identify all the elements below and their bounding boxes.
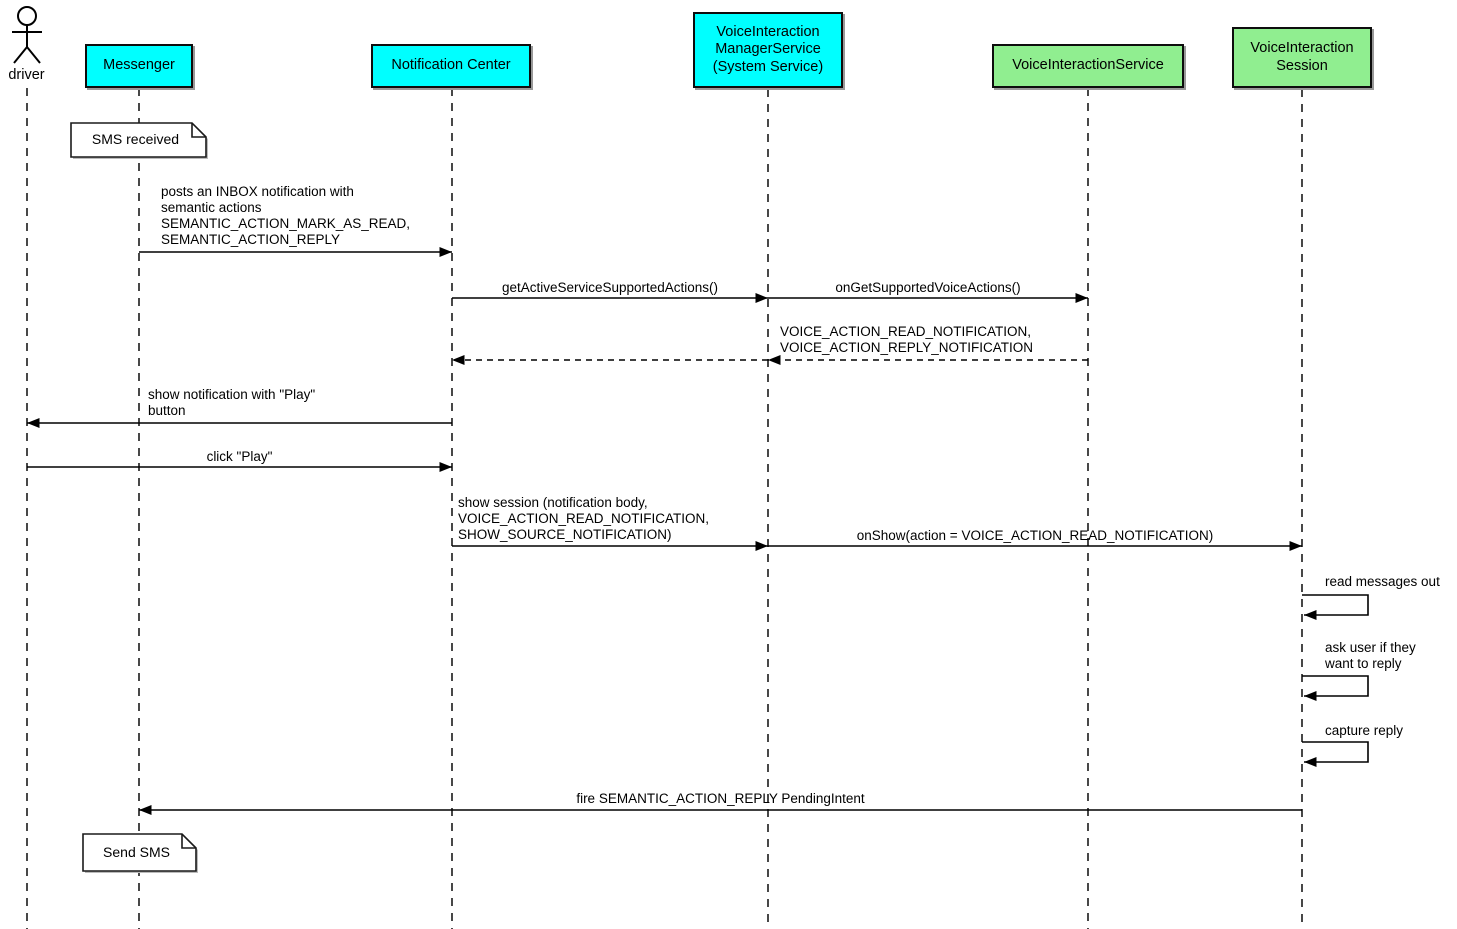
participant-voiceinteractionservice: VoiceInteractionService: [992, 44, 1184, 88]
participant-voiceinteraction-managerservice: VoiceInteraction ManagerService (System …: [693, 12, 843, 88]
actor-icon: [12, 6, 42, 64]
message-posts-inbox-notification: posts an INBOX notification with semanti…: [161, 184, 410, 248]
message-line: SEMANTIC_ACTION_REPLY: [161, 232, 341, 247]
message-line: want to reply: [1325, 656, 1402, 671]
message-ask-user-reply: ask user if they want to reply: [1325, 640, 1416, 672]
participant-label: Notification Center: [391, 57, 511, 74]
participant-label: VoiceInteractionService: [1012, 57, 1164, 74]
note-send-sms: Send SMS: [82, 833, 198, 873]
message-line: SHOW_SOURCE_NOTIFICATION): [458, 527, 672, 542]
message-get-active-service-supported-actions: getActiveServiceSupportedActions(): [501, 280, 719, 295]
message-line: show notification with "Play": [148, 387, 316, 402]
participant-label: Messenger: [103, 57, 175, 74]
arrow-self-read-messages-out: [1302, 594, 1369, 620]
participant-label-line: VoiceInteraction: [1250, 40, 1354, 56]
message-on-show: onShow(action = VOICE_ACTION_READ_NOTIFI…: [856, 528, 1214, 543]
participant-label-line: ManagerService: [715, 41, 821, 58]
message-line: show session (notification body,: [458, 495, 648, 510]
message-line: semantic actions: [161, 200, 262, 215]
message-line: button: [148, 403, 186, 418]
participant-label-line: VoiceInteraction: [716, 23, 820, 40]
participant-notification-center: Notification Center: [371, 44, 531, 88]
note-text: SMS received: [91, 131, 180, 147]
arrow-self-capture-reply: [1302, 741, 1369, 767]
message-line: posts an INBOX notification with: [161, 184, 354, 199]
message-line: VOICE_ACTION_REPLY_NOTIFICATION: [780, 340, 1034, 355]
message-show-notification-play: show notification with "Play" button: [148, 387, 315, 419]
participant-messenger: Messenger: [85, 44, 193, 88]
participant-label-line: (System Service): [712, 58, 824, 75]
message-line: VOICE_ACTION_READ_NOTIFICATION,: [458, 511, 710, 526]
message-supported-actions-return: VOICE_ACTION_READ_NOTIFICATION, VOICE_AC…: [780, 324, 1033, 356]
message-show-session: show session (notification body, VOICE_A…: [458, 495, 709, 543]
note-shape: [70, 122, 208, 159]
message-on-get-supported-voice-actions: onGetSupportedVoiceActions(): [835, 280, 1021, 295]
message-fire-pending-intent: fire SEMANTIC_ACTION_REPLY PendingIntent: [576, 791, 865, 806]
actor-label: driver: [8, 67, 45, 83]
message-line: ask user if they: [1325, 640, 1416, 655]
participant-label-line: Session: [1276, 57, 1328, 74]
arrow-self-ask-user-reply: [1302, 675, 1369, 701]
note-sms-received: SMS received: [70, 122, 208, 159]
message-capture-reply: capture reply: [1325, 723, 1404, 738]
note-text: Send SMS: [103, 843, 170, 860]
message-line: VOICE_ACTION_READ_NOTIFICATION,: [780, 324, 1032, 339]
message-line: SEMANTIC_ACTION_MARK_AS_READ,: [161, 216, 411, 231]
message-read-messages-out: read messages out: [1325, 574, 1440, 589]
note-shape: [82, 833, 198, 873]
participant-voiceinteraction-session: VoiceInteraction Session: [1232, 27, 1372, 88]
message-click-play: click "Play": [206, 449, 273, 464]
